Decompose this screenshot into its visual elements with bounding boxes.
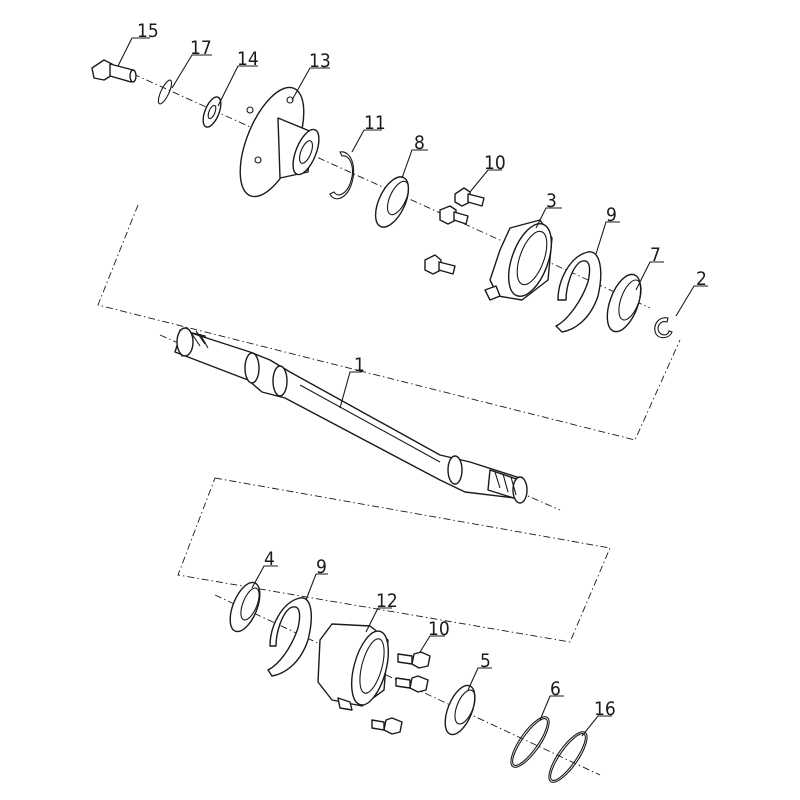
callout-12: 12 — [376, 590, 398, 612]
snap-ring-17 — [157, 79, 173, 105]
gasket-9-lower — [267, 597, 312, 677]
bolt-10-upper-b — [439, 205, 469, 225]
bolt-10-upper-c — [424, 254, 456, 275]
bearing-housing-3 — [484, 219, 553, 301]
bolt-15 — [91, 59, 137, 83]
circlip-11 — [329, 151, 355, 200]
callout-15: 15 — [137, 20, 159, 42]
callout-4: 4 — [264, 548, 275, 570]
bolt-10-lower-b — [395, 675, 429, 693]
callout-1: 1 — [354, 354, 365, 376]
seal-5 — [444, 684, 476, 736]
snap-ring-2 — [654, 317, 673, 339]
bolt-10-lower-a — [397, 651, 431, 669]
callout-8: 8 — [414, 132, 425, 154]
callout-9-lower: 9 — [316, 556, 327, 578]
callout-14: 14 — [237, 48, 259, 70]
callout-5: 5 — [480, 650, 491, 672]
callout-9-upper: 9 — [606, 204, 617, 226]
callout-7: 7 — [650, 244, 661, 266]
gasket-9-upper — [555, 251, 602, 333]
callout-11: 11 — [364, 112, 386, 134]
bearing-housing-12 — [317, 623, 390, 711]
callout-10-lower: 10 — [428, 618, 450, 640]
callout-2: 2 — [696, 268, 707, 290]
callout-17: 17 — [190, 37, 212, 59]
bearing-7 — [606, 273, 642, 333]
drive-shaft — [174, 327, 528, 504]
bolt-10-upper-a — [454, 187, 485, 207]
bearing-4 — [229, 581, 261, 633]
callout-16: 16 — [594, 698, 616, 720]
bolt-10-lower-c — [371, 717, 403, 735]
assembly-centerlines — [97, 67, 681, 776]
leader-lines — [117, 37, 708, 737]
callout-3: 3 — [546, 190, 557, 212]
flange-13 — [239, 86, 320, 198]
bearing-8 — [374, 176, 410, 228]
washer-14 — [202, 96, 222, 128]
o-ring-6 — [510, 716, 550, 768]
callout-13: 13 — [309, 50, 331, 72]
callout-labels: 15 17 14 13 11 8 10 3 9 7 2 1 4 9 12 10 … — [137, 20, 707, 720]
o-ring-16 — [548, 731, 588, 783]
callout-6: 6 — [550, 678, 561, 700]
callout-10-upper: 10 — [484, 152, 506, 174]
